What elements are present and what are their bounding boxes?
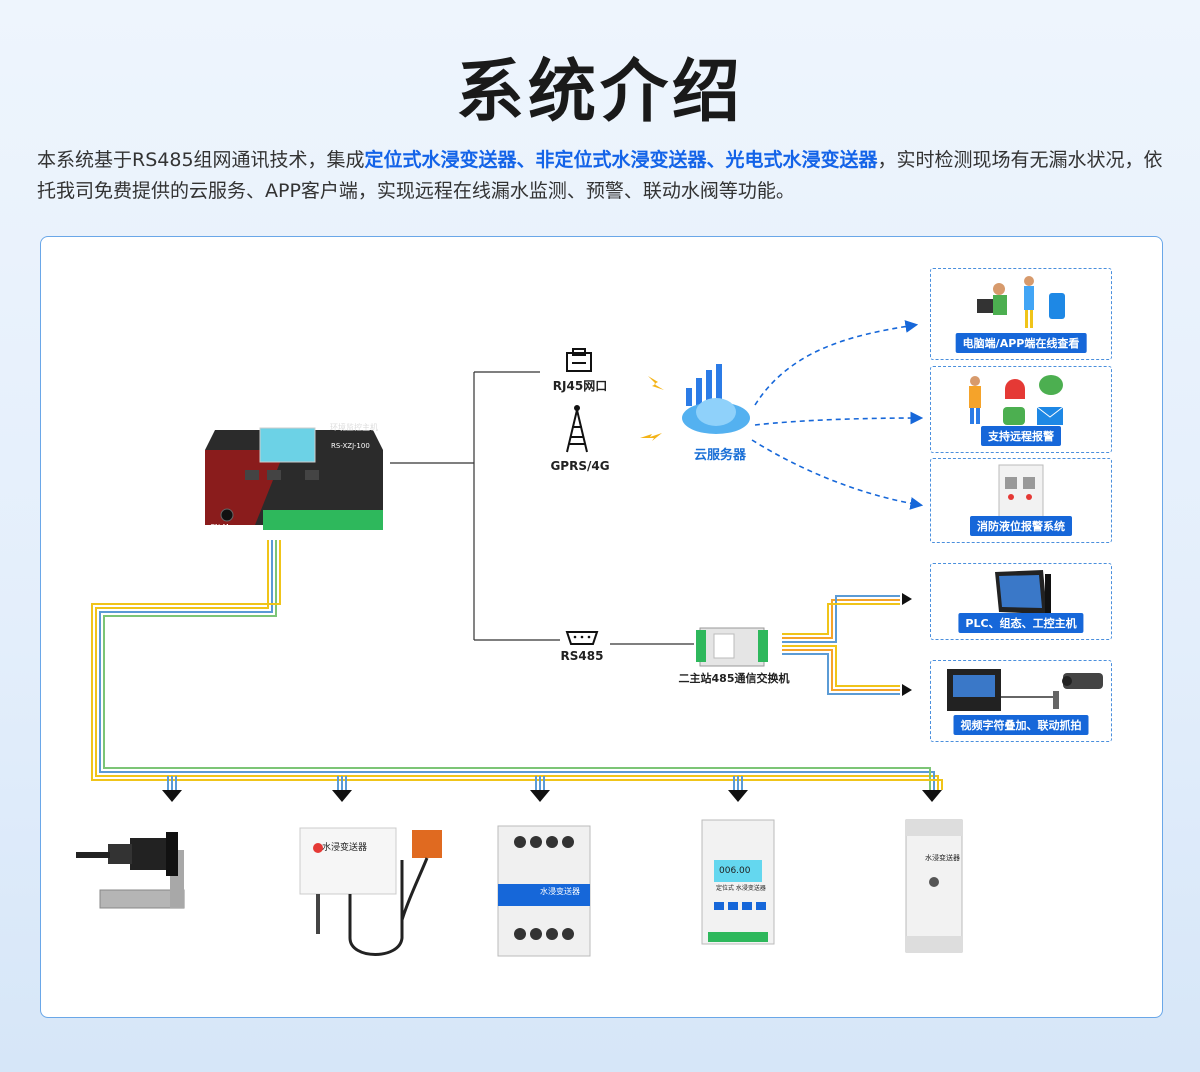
host-name: 环境监控主机 [330, 423, 378, 432]
device-display: 006.00 [719, 866, 751, 876]
switch-outputs [782, 595, 900, 695]
host-icon [205, 427, 383, 530]
din-transmitter-b-icon [905, 819, 963, 953]
device-label-1: 水浸变送器 [322, 843, 368, 853]
output-label-4: 视频字符叠加、联动抓拍 [953, 715, 1089, 735]
output-label-0: 电脑端/APP端在线查看 [955, 333, 1087, 353]
output-label-2: 消防液位报警系统 [970, 516, 1072, 536]
host-model: RS-XZJ-100 [331, 442, 370, 450]
intro-part2: ，实时检测现场有无漏水状况，依托我司免费提供的云服务、APP客户端，实现远程在线… [37, 149, 1163, 202]
panel-icon [998, 464, 1044, 518]
rj45-label: RJ45网口 [552, 379, 608, 393]
pc-app-icon [977, 276, 1065, 328]
serial-port-icon [565, 631, 599, 645]
monitor-icon [995, 570, 1051, 614]
rs485-label: RS485 [560, 649, 604, 663]
page-title: 系统介绍 [455, 53, 744, 132]
leak-transmitter-box-icon [299, 827, 442, 956]
rs485-bus [91, 540, 943, 790]
intro-highlight: 定位式水浸变送器、非定位式水浸变送器、光电式水浸变送器 [364, 149, 878, 171]
output-label-3: PLC、组态、工控主机 [958, 613, 1084, 633]
host-link [390, 371, 694, 645]
locating-transmitter-icon [701, 819, 775, 945]
host-port-label: CN-M [210, 523, 229, 531]
output-card-panel: 消防液位报警系统 [930, 458, 1112, 543]
device-label-3: 定位式 水浸变送器 [716, 885, 766, 892]
output-card-pc-app: 电脑端/APP端在线查看 [930, 268, 1112, 360]
cloud-icon [682, 364, 750, 434]
output-card-camera: 视频字符叠加、联动抓拍 [930, 660, 1112, 742]
camera-icon [947, 669, 1103, 711]
output-card-alarm: 支持远程报警 [930, 366, 1112, 453]
lightning-icon [640, 376, 664, 441]
device-label-4: 水浸变送器 [925, 854, 960, 862]
switch-icon [696, 627, 768, 667]
output-label-1: 支持远程报警 [981, 426, 1061, 446]
switch-label: 二主站485通信交换机 [678, 672, 790, 685]
drop-arrows [162, 790, 942, 802]
intro-part1: 本系统基于RS485组网通讯技术，集成 [37, 149, 365, 171]
ethernet-icon [566, 348, 592, 372]
photoelectric-sensor-icon [76, 832, 185, 909]
din-transmitter-a-icon [497, 825, 591, 957]
tower-icon [566, 405, 588, 453]
bus-drops [167, 776, 743, 790]
gprs-label: GPRS/4G [550, 459, 610, 473]
device-label-2: 水浸变送器 [540, 887, 580, 896]
alarm-icon [969, 375, 1064, 425]
intro-text: 本系统基于RS485组网通讯技术，集成定位式水浸变送器、非定位式水浸变送器、光电… [37, 145, 1167, 207]
output-card-plc: PLC、组态、工控主机 [930, 563, 1112, 640]
cloud-label: 云服务器 [694, 448, 747, 463]
cloud-arrows [751, 320, 924, 510]
monitoring-host [205, 410, 383, 538]
